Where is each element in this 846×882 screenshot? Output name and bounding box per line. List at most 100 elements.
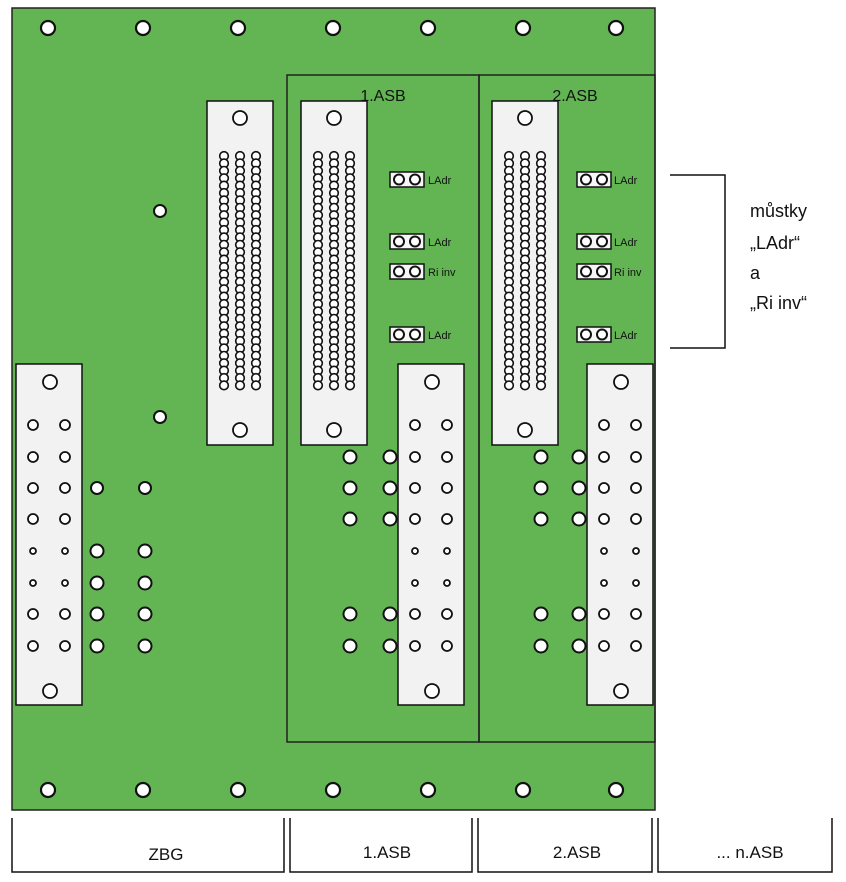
connector-pin [61,579,69,587]
via-hole [533,638,549,654]
connector-pin [411,547,419,555]
connector-pin [27,482,39,494]
connector-pin [598,513,610,525]
jumper-label: LAdr [428,175,452,187]
connector-mount-hole [42,374,58,390]
connector-pin [27,513,39,525]
mounting-hole [229,781,247,799]
connector-body [586,363,654,706]
connector-pin [598,419,610,431]
footer-section-2-asb [477,818,653,873]
jumper-ri-inv[interactable] [576,263,612,280]
connector-mount-hole [232,110,248,126]
slot-2-outline [478,74,656,743]
connector-pin [409,419,421,431]
jumper-ladr-1[interactable] [576,171,612,188]
mounting-holes [39,19,625,799]
connector-mount-hole [326,110,342,126]
jumper-ladr-3[interactable] [389,326,425,343]
jumpers-slot-1: LAdr LAdr Ri inv LAdr [389,171,456,343]
connector-pin [344,380,356,391]
mounting-hole [514,19,532,37]
jumper-label: Ri inv [428,267,456,279]
connector-pin [441,640,453,652]
connector-body [15,363,83,706]
jumper-ladr-3[interactable] [576,326,612,343]
via-holes [89,204,587,654]
connector-pin [59,640,71,652]
connector-pin [29,579,37,587]
jumper-ladr-1[interactable] [389,171,425,188]
via-hole [342,606,358,622]
jumper-label: Ri inv [614,267,642,279]
slot-2-title: 2.ASB [552,88,597,105]
mounting-hole [229,19,247,37]
connector-pin [409,513,421,525]
connector-pin [598,482,610,494]
via-hole [153,410,167,424]
connector-pin [59,513,71,525]
connector-pin [598,608,610,620]
via-hole [382,638,398,654]
via-hole [89,606,105,622]
connector-pin [27,640,39,652]
mounting-hole [607,781,625,799]
via-hole [137,575,153,591]
annotation-line-4: „Ri inv“ [750,293,807,313]
footer-label-n-asb: ... n.ASB [716,843,783,862]
asb1-top-connector [300,100,368,446]
via-hole [90,481,104,495]
via-hole [533,449,549,465]
jumper-label: LAdr [614,330,638,342]
connector-mount-hole [517,422,533,438]
jumper-ri-inv[interactable] [389,263,425,280]
footer-section-zbg [11,818,285,873]
jumper-ladr-2[interactable] [576,233,612,250]
connector-mount-hole [42,683,58,699]
via-hole [382,606,398,622]
connector-pin [630,513,642,525]
connector-mount-hole [424,374,440,390]
connector-pin [443,547,451,555]
footer-label-2-asb: 2.ASB [553,843,601,862]
connector-pin [632,547,640,555]
connector-pin [441,419,453,431]
footer-label-1-asb: 1.ASB [363,843,411,862]
via-hole [138,481,152,495]
mounting-hole [324,781,342,799]
connector-pin [61,547,69,555]
via-hole [137,543,153,559]
connector-pin [409,608,421,620]
jumper-ladr-2[interactable] [389,233,425,250]
connector-body [397,363,465,706]
mounting-hole [419,19,437,37]
connector-pin [600,579,608,587]
mounting-hole [134,19,152,37]
jumper-label: LAdr [428,237,452,249]
connector-pin [630,451,642,463]
jumper-label: LAdr [428,330,452,342]
connector-pin [441,451,453,463]
via-hole [342,480,358,496]
zbg-bottom-connector [15,363,83,706]
connector-pin [29,547,37,555]
mounting-hole [607,19,625,37]
via-hole [342,449,358,465]
annotation-line-3: a [750,263,761,283]
connector-pin [27,419,39,431]
mounting-hole [324,19,342,37]
via-hole [89,543,105,559]
asb2-top-connector [491,100,559,446]
via-hole [571,449,587,465]
via-hole [137,606,153,622]
annotation-line-1: můstky [750,201,807,221]
connector-pin [630,640,642,652]
via-hole [137,638,153,654]
mounting-hole [134,781,152,799]
connector-pin [409,451,421,463]
via-hole [382,480,398,496]
asb2-bottom-connector [586,363,654,706]
connector-pin [250,380,262,391]
connector-mount-hole [517,110,533,126]
